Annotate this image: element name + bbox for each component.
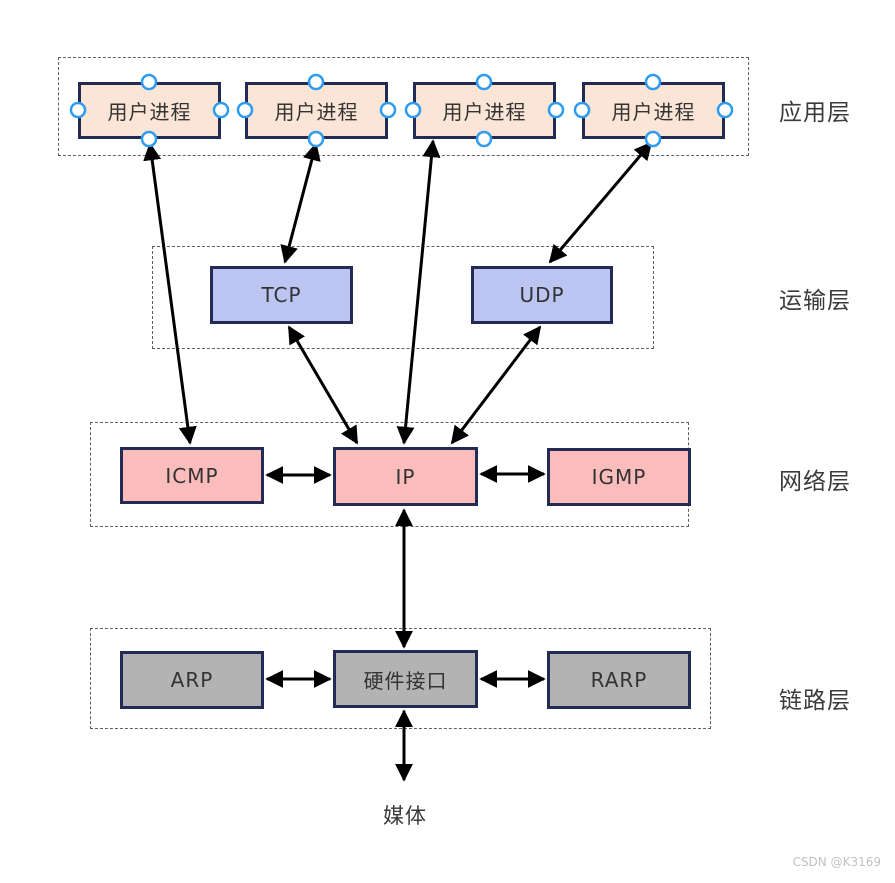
arrow-up2-tcp — [280, 142, 321, 264]
label-application-layer: 应用层 — [779, 100, 851, 126]
node-rarp: RARP — [547, 651, 691, 709]
node-tcp: TCP — [210, 266, 353, 324]
node-user-process-4: 用户进程 — [582, 82, 725, 139]
node-user-process-1: 用户进程 — [78, 82, 221, 139]
node-user-process-2: 用户进程 — [245, 82, 388, 139]
node-udp: UDP — [471, 266, 613, 324]
arrow-up4-udp — [548, 141, 653, 264]
node-arp: ARP — [120, 651, 264, 709]
node-hardware-interface: 硬件接口 — [333, 650, 478, 708]
node-icmp: ICMP — [120, 447, 264, 504]
label-transport-layer: 运输层 — [779, 288, 851, 314]
label-network-layer: 网络层 — [779, 469, 851, 495]
label-media: 媒体 — [383, 804, 427, 828]
label-link-layer: 链路层 — [779, 688, 851, 714]
node-ip: IP — [333, 447, 478, 506]
node-user-process-3: 用户进程 — [413, 82, 556, 139]
node-igmp: IGMP — [547, 448, 691, 506]
csdn-watermark: CSDN @K3169 — [792, 855, 881, 869]
